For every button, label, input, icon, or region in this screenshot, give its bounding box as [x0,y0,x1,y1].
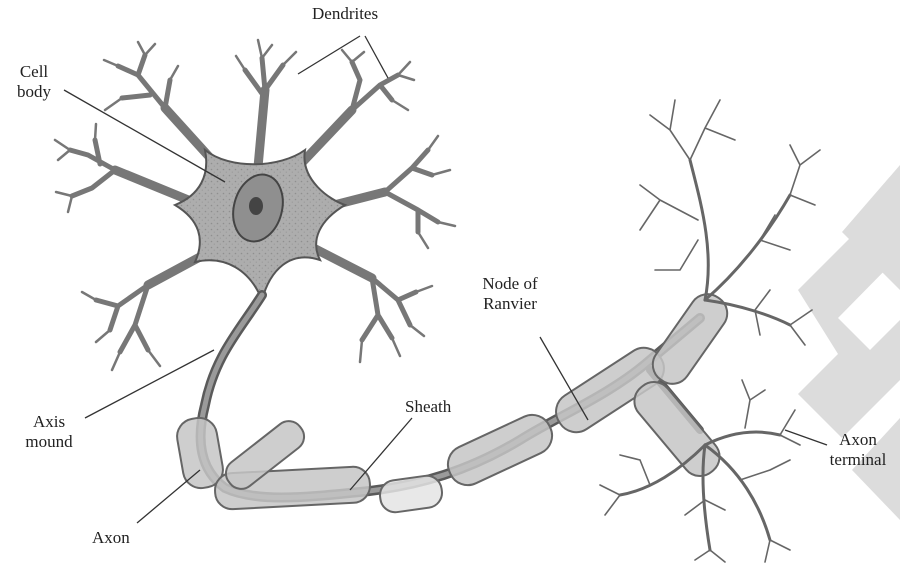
axis-mound-leader [85,350,214,418]
cell-body-label-line1: Cell [8,62,60,82]
node-of-ranvier-label-line1: Node of [470,274,550,294]
cell-body-leader [64,90,225,182]
axis-mound-label: Axis mound [14,412,84,452]
axon-terminal-label: Axon terminal [818,430,898,470]
myelin-sheath [174,287,734,514]
cell-body-label: Cell body [8,62,60,102]
axon-label: Axon [92,528,130,548]
dendrites-label: Dendrites [312,4,378,24]
axon-leader [137,470,200,523]
axis-mound-label-line1: Axis [14,412,84,432]
node-of-ranvier-label: Node of Ranvier [470,274,550,314]
axon-terminal-label-line2: terminal [818,450,898,470]
sheath-label: Sheath [405,397,451,417]
node-of-ranvier-label-line2: Ranvier [470,294,550,314]
cell-body-label-line2: body [8,82,60,102]
axon-terminal-label-line1: Axon [818,430,898,450]
axis-mound-label-line2: mound [14,432,84,452]
dendrites-leader-2 [365,36,388,78]
dendrites-leader-1 [298,36,360,74]
